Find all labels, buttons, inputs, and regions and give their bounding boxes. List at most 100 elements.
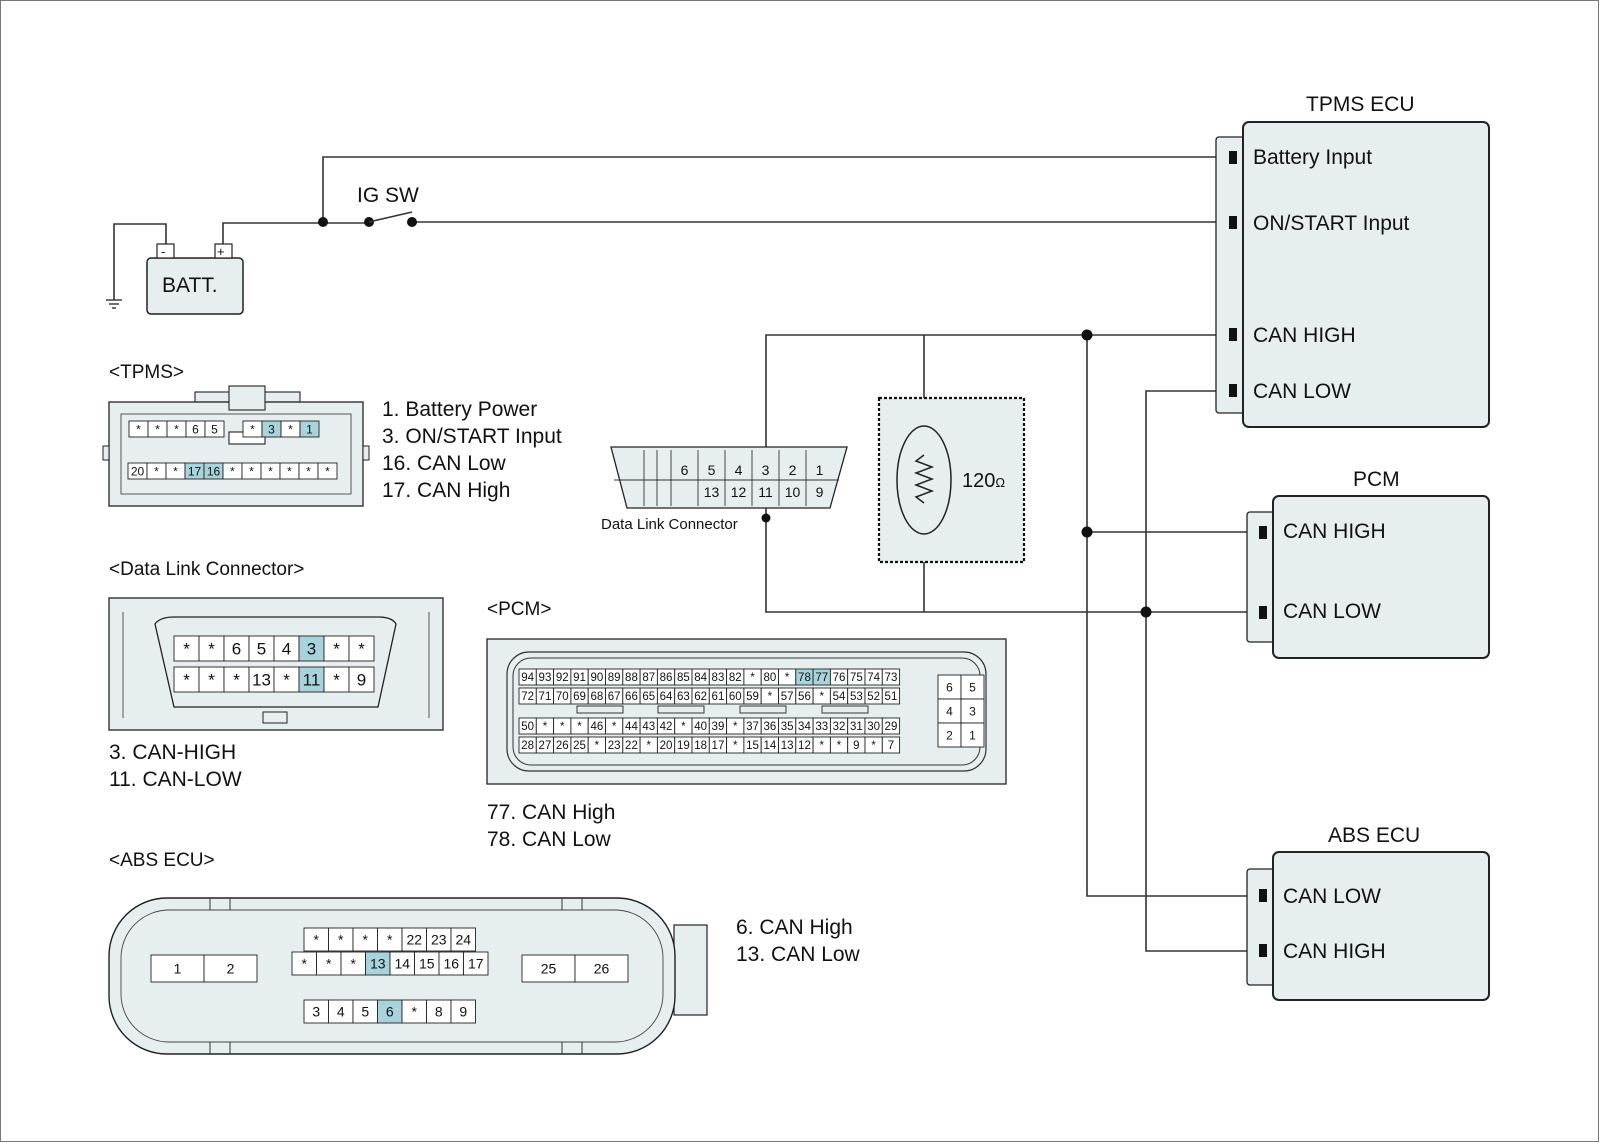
pin-number: 1	[969, 728, 976, 742]
unused-pin-marker: *	[560, 721, 565, 733]
unused-pin-marker: *	[333, 671, 340, 690]
resistor-ohms: 120	[962, 470, 995, 492]
abs-pin-can-low: CAN LOW	[1283, 885, 1381, 908]
pin-number: 87	[642, 672, 655, 684]
pin-number: 23	[608, 740, 621, 752]
pin-cell	[323, 666, 350, 693]
pin-number: 56	[798, 691, 811, 703]
tpms-pin-on-start-input: ON/START Input	[1253, 212, 1410, 235]
pin-number: 5	[708, 462, 716, 478]
abs-note: 13. CAN Low	[736, 943, 861, 966]
pin-number: 46	[590, 721, 603, 733]
pin-cell	[198, 635, 225, 662]
battery-plus-label: +	[217, 244, 225, 259]
pcm-pin-can-low: CAN LOW	[1283, 600, 1381, 623]
pin-cell	[521, 954, 576, 983]
ohm-symbol: Ω	[995, 475, 1005, 490]
pin-number: 5	[211, 422, 218, 436]
pin-number: 52	[867, 691, 880, 703]
pin-cell	[348, 666, 375, 693]
resistor-icon	[913, 454, 935, 504]
pin-number: 61	[712, 691, 725, 703]
unused-pin-marker: *	[249, 464, 254, 478]
pin-number: 75	[850, 672, 863, 684]
pin-cell	[150, 954, 205, 983]
pin-number: 92	[556, 672, 569, 684]
dlc-connector-title: <Data Link Connector>	[109, 559, 304, 580]
pin-number: 53	[850, 691, 863, 703]
unused-pin-marker: *	[288, 422, 293, 436]
abs-connector-title: <ABS ECU>	[109, 850, 215, 871]
pin-number: 90	[590, 672, 603, 684]
pin-number: 6	[192, 422, 199, 436]
pin-number: 57	[781, 691, 794, 703]
connector-key	[576, 705, 624, 714]
pin-number: 37	[746, 721, 759, 733]
pin-cell	[204, 420, 225, 438]
pin-number: 27	[539, 740, 552, 752]
pin-cell	[203, 954, 258, 983]
pin-number: 43	[642, 721, 655, 733]
pin-number: 4	[337, 1004, 345, 1020]
pin-number: 22	[625, 740, 638, 752]
pin-number: 3	[307, 640, 316, 659]
pin-number: 93	[539, 672, 552, 684]
pin-number: 25	[573, 740, 586, 752]
pin-cell	[299, 420, 320, 438]
pin-number: 65	[642, 691, 655, 703]
pin-number: 12	[798, 740, 811, 752]
pin-number: 13	[370, 956, 386, 972]
pin-cell	[298, 666, 325, 693]
pin-number: 85	[677, 672, 690, 684]
unused-pin-marker: *	[820, 691, 825, 703]
pin-number: 30	[867, 721, 880, 733]
pin-number: 33	[815, 721, 828, 733]
pin-cell	[450, 927, 476, 952]
unused-pin-marker: *	[230, 464, 235, 478]
unused-pin-marker: *	[333, 640, 340, 659]
ground-wire	[113, 223, 167, 300]
pin-number: 39	[712, 721, 725, 733]
unused-pin-marker: *	[268, 464, 273, 478]
dlc-note: 11. CAN-LOW	[109, 768, 242, 791]
unused-pin-marker: *	[250, 422, 255, 436]
pin-number: 25	[541, 961, 557, 977]
unused-pin-marker: *	[363, 932, 369, 948]
pin-cell	[881, 668, 901, 686]
unused-pin-marker: *	[302, 956, 308, 972]
pin-number: 3	[312, 1004, 320, 1020]
tpms-note: 3. ON/START Input	[382, 425, 562, 448]
pin-number: 17	[468, 956, 484, 972]
unused-pin-marker: *	[208, 671, 215, 690]
pin-number: 16	[207, 464, 221, 478]
pin-number: 51	[885, 691, 898, 703]
pin-number: 12	[731, 484, 747, 500]
tpms-ecu: TPMS ECU Battery Input ON/START Input CA…	[1215, 93, 1490, 428]
pin-number: 26	[556, 740, 569, 752]
pin-number: 40	[694, 721, 707, 733]
pin-number: 17	[712, 740, 725, 752]
tpms-ecu-title: TPMS ECU	[1306, 93, 1415, 116]
pin-number: 14	[763, 740, 776, 752]
pin-number: 1	[816, 462, 824, 478]
unused-pin-marker: *	[174, 422, 179, 436]
pin-number: 17	[188, 464, 202, 478]
wiring	[113, 156, 1264, 952]
unused-pin-marker: *	[287, 464, 292, 478]
pin-cell	[273, 635, 300, 662]
pin-number: 66	[625, 691, 638, 703]
pin-number: 11	[758, 484, 773, 500]
unused-pin-marker: *	[183, 640, 190, 659]
unused-pin-marker: *	[136, 422, 141, 436]
pin-number: 1	[306, 422, 313, 436]
pin-number: 15	[746, 740, 759, 752]
tpms-connector-title: <TPMS>	[109, 362, 184, 383]
pin-number: 63	[677, 691, 690, 703]
pin-number: 3	[969, 704, 976, 718]
pin-cell	[574, 954, 629, 983]
pin-number: 16	[443, 956, 459, 972]
